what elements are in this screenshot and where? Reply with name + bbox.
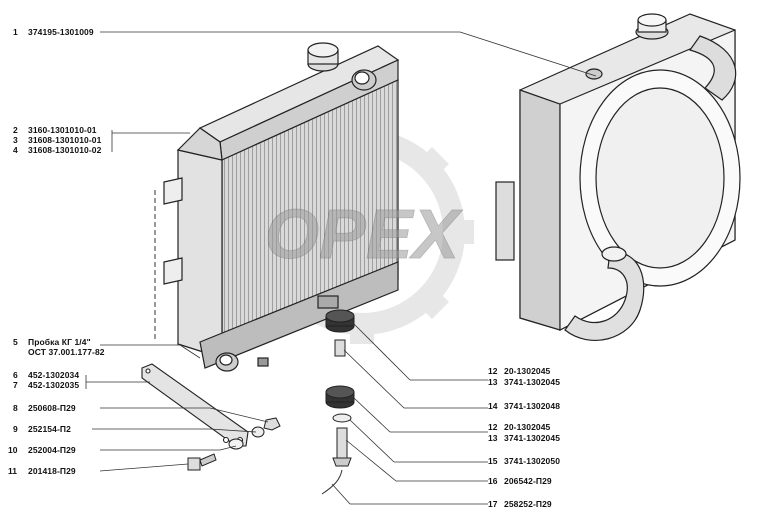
callout-number: 6 — [13, 370, 18, 380]
part-code: Пробка КГ 1/4" — [28, 337, 91, 347]
part-code: 31608-1301010-01 — [28, 135, 102, 145]
callout-number: 10 — [8, 445, 18, 455]
callout-number: 14 — [488, 401, 498, 411]
part-standard: ОСТ 37.001.177-82 — [28, 347, 105, 357]
part-code: 206542-П29 — [504, 476, 552, 486]
part-code: 252004-П29 — [28, 445, 76, 455]
callout-number: 1 — [13, 27, 18, 37]
part-code: 374195-1301009 — [28, 27, 94, 37]
part-code: 3741-1302045 — [504, 377, 561, 387]
callout-number: 4 — [13, 145, 18, 155]
radiator-core — [163, 42, 400, 372]
callout-number: 13 — [488, 377, 498, 387]
watermark-text: OPEX — [265, 195, 464, 273]
callout-number: 16 — [488, 476, 498, 486]
leader-lines — [85, 31, 597, 472]
callout-number: 9 — [13, 424, 18, 434]
part-code: 3160-1301010-01 — [28, 125, 97, 135]
part-code: 258252-П29 — [504, 499, 552, 509]
callout-number: 8 — [13, 403, 18, 413]
callout-number: 13 — [488, 433, 498, 443]
part-code: 452-1302035 — [28, 380, 80, 390]
mount-stack — [325, 309, 355, 467]
callout-number: 11 — [8, 466, 17, 476]
callout-number: 17 — [488, 499, 498, 509]
callout-number: 2 — [13, 125, 18, 135]
fastener-set — [187, 417, 281, 471]
part-code: 3741-1302048 — [504, 401, 561, 411]
mount-bracket — [141, 363, 249, 447]
part-code: 3741-1302050 — [504, 456, 561, 466]
callout-number: 15 — [488, 456, 498, 466]
part-code: 252154-П2 — [28, 424, 71, 434]
callout-number: 12 — [488, 422, 498, 432]
fan-shroud-assembly — [495, 13, 741, 341]
part-code: 20-1302045 — [504, 366, 551, 376]
callout-number: 12 — [488, 366, 498, 376]
part-code: 31608-1301010-02 — [28, 145, 102, 155]
callout-number: 5 — [13, 337, 18, 347]
part-code: 452-1302034 — [28, 370, 80, 380]
part-code: 20-1302045 — [504, 422, 551, 432]
part-code: 3741-1302045 — [504, 433, 561, 443]
part-code: 201418-П29 — [28, 466, 76, 476]
part-code: 250608-П29 — [28, 403, 76, 413]
callout-number: 7 — [13, 380, 18, 390]
callout-number: 3 — [13, 135, 18, 145]
